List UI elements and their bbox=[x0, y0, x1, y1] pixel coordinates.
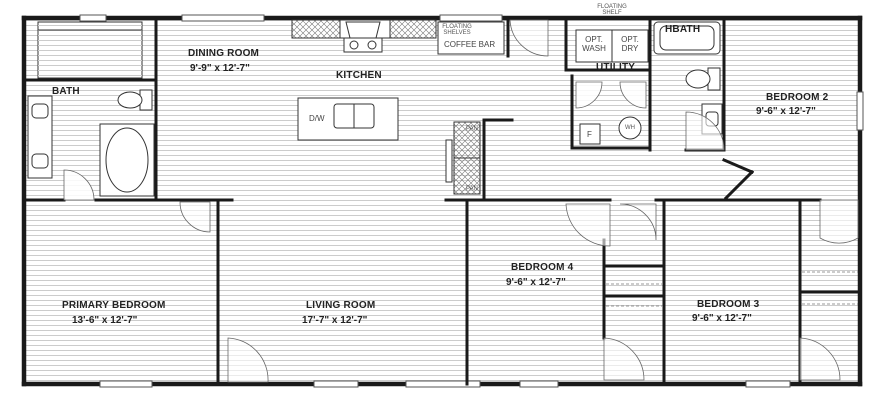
bedroom3-dims: 9'-6" x 12'-7" bbox=[692, 313, 752, 324]
opt-dry-label: OPT. DRY bbox=[614, 35, 646, 53]
hbath-label: HBATH bbox=[665, 24, 701, 35]
primary-bedroom-label: PRIMARY BEDROOM bbox=[62, 300, 166, 311]
coffee-bar-label: COFFEE BAR bbox=[444, 40, 496, 49]
floating-shelf-label: FLOATING SHELF bbox=[597, 4, 627, 16]
kitchen-label: KITCHEN bbox=[336, 70, 382, 81]
exterior-walls bbox=[21, 15, 863, 387]
furnace-label: F bbox=[587, 130, 592, 139]
opt-dry-line2: DRY bbox=[621, 44, 639, 53]
pantry-label-top: PAN bbox=[466, 126, 478, 132]
dining-room-dims: 9'-9" x 12'-7" bbox=[190, 63, 250, 74]
range-hood bbox=[343, 21, 383, 53]
opt-wash-line2: WASH bbox=[582, 44, 606, 53]
utility-fixtures bbox=[575, 29, 649, 145]
door-swings bbox=[63, 19, 859, 383]
opt-dry-line1: OPT. bbox=[621, 35, 639, 44]
pantry-label-bottom: PAN bbox=[466, 186, 478, 192]
closet-shelves bbox=[606, 271, 858, 307]
bedroom2-label: BEDROOM 2 bbox=[766, 92, 829, 103]
porch-rail bbox=[37, 21, 143, 79]
fridge bbox=[445, 139, 453, 183]
opt-wash-label: OPT. WASH bbox=[578, 35, 610, 53]
water-heater-label: WH bbox=[625, 125, 635, 131]
dishwasher-label: D/W bbox=[309, 114, 325, 123]
bedroom3-label: BEDROOM 3 bbox=[697, 299, 760, 310]
utility-label: UTILITY bbox=[596, 62, 636, 73]
primary-bedroom-dims: 13'-6" x 12'-7" bbox=[72, 315, 138, 326]
dining-room-label: DINING ROOM bbox=[188, 48, 260, 59]
bedroom2-dims: 9'-6" x 12'-7" bbox=[756, 106, 816, 117]
bath-label: BATH bbox=[52, 86, 80, 97]
windows bbox=[79, 14, 864, 388]
pantry bbox=[453, 121, 481, 195]
floating-shelves-label: FLOATING SHELVES bbox=[442, 24, 472, 36]
opt-wash-line1: OPT. bbox=[585, 35, 603, 44]
living-room-label: LIVING ROOM bbox=[306, 300, 376, 311]
kitchen-sink bbox=[333, 103, 375, 129]
hbath-fixtures bbox=[653, 21, 723, 135]
bedroom4-label: BEDROOM 4 bbox=[511, 262, 574, 273]
bath-fixtures bbox=[27, 89, 155, 197]
bedroom4-dims: 9'-6" x 12'-7" bbox=[506, 277, 566, 288]
living-room-dims: 17'-7" x 12'-7" bbox=[302, 315, 368, 326]
